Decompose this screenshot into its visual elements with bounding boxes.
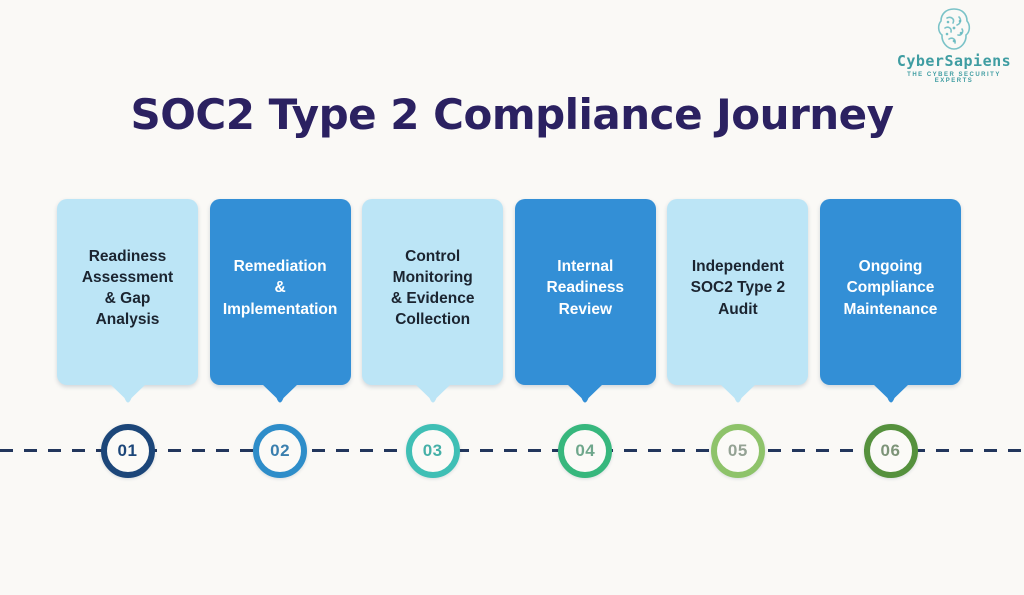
step-card-pointer: [262, 384, 299, 403]
step-card-pointer: [872, 384, 909, 403]
step-number-badge: 02: [253, 424, 308, 478]
step-card-pointer: [719, 384, 756, 403]
step-number: 02: [270, 441, 291, 460]
page-title: SOC2 Type 2 Compliance Journey: [130, 90, 894, 139]
journey-step: Remediation&Implementation 02: [209, 199, 351, 489]
step-label: Remediation&Implementation: [222, 258, 338, 318]
brand-tagline: THE CYBER SECURITY EXPERTS: [907, 71, 1001, 84]
step-card-pointer: [567, 384, 604, 403]
step-number-badge: 06: [863, 424, 918, 478]
step-number: 04: [575, 441, 596, 460]
step-number: 01: [117, 441, 138, 460]
brand-name: CyberSapiens: [896, 52, 1012, 70]
step-card: Remediation&Implementation: [209, 199, 351, 385]
step-number-badge: 01: [100, 424, 155, 478]
step-number-badge: 03: [405, 424, 460, 478]
timeline-dashed-line: [0, 449, 1024, 452]
step-number: 06: [880, 441, 901, 460]
step-card-pointer: [109, 384, 146, 403]
step-number: 05: [727, 441, 748, 460]
step-number-badge: 04: [558, 424, 613, 478]
step-number: 03: [422, 441, 443, 460]
brand-logo: CyberSapiens THE CYBER SECURITY EXPERTS: [890, 6, 1018, 84]
step-number-badge: 05: [710, 424, 765, 478]
step-card-pointer: [414, 384, 451, 403]
brain-circuit-icon: [937, 8, 971, 50]
